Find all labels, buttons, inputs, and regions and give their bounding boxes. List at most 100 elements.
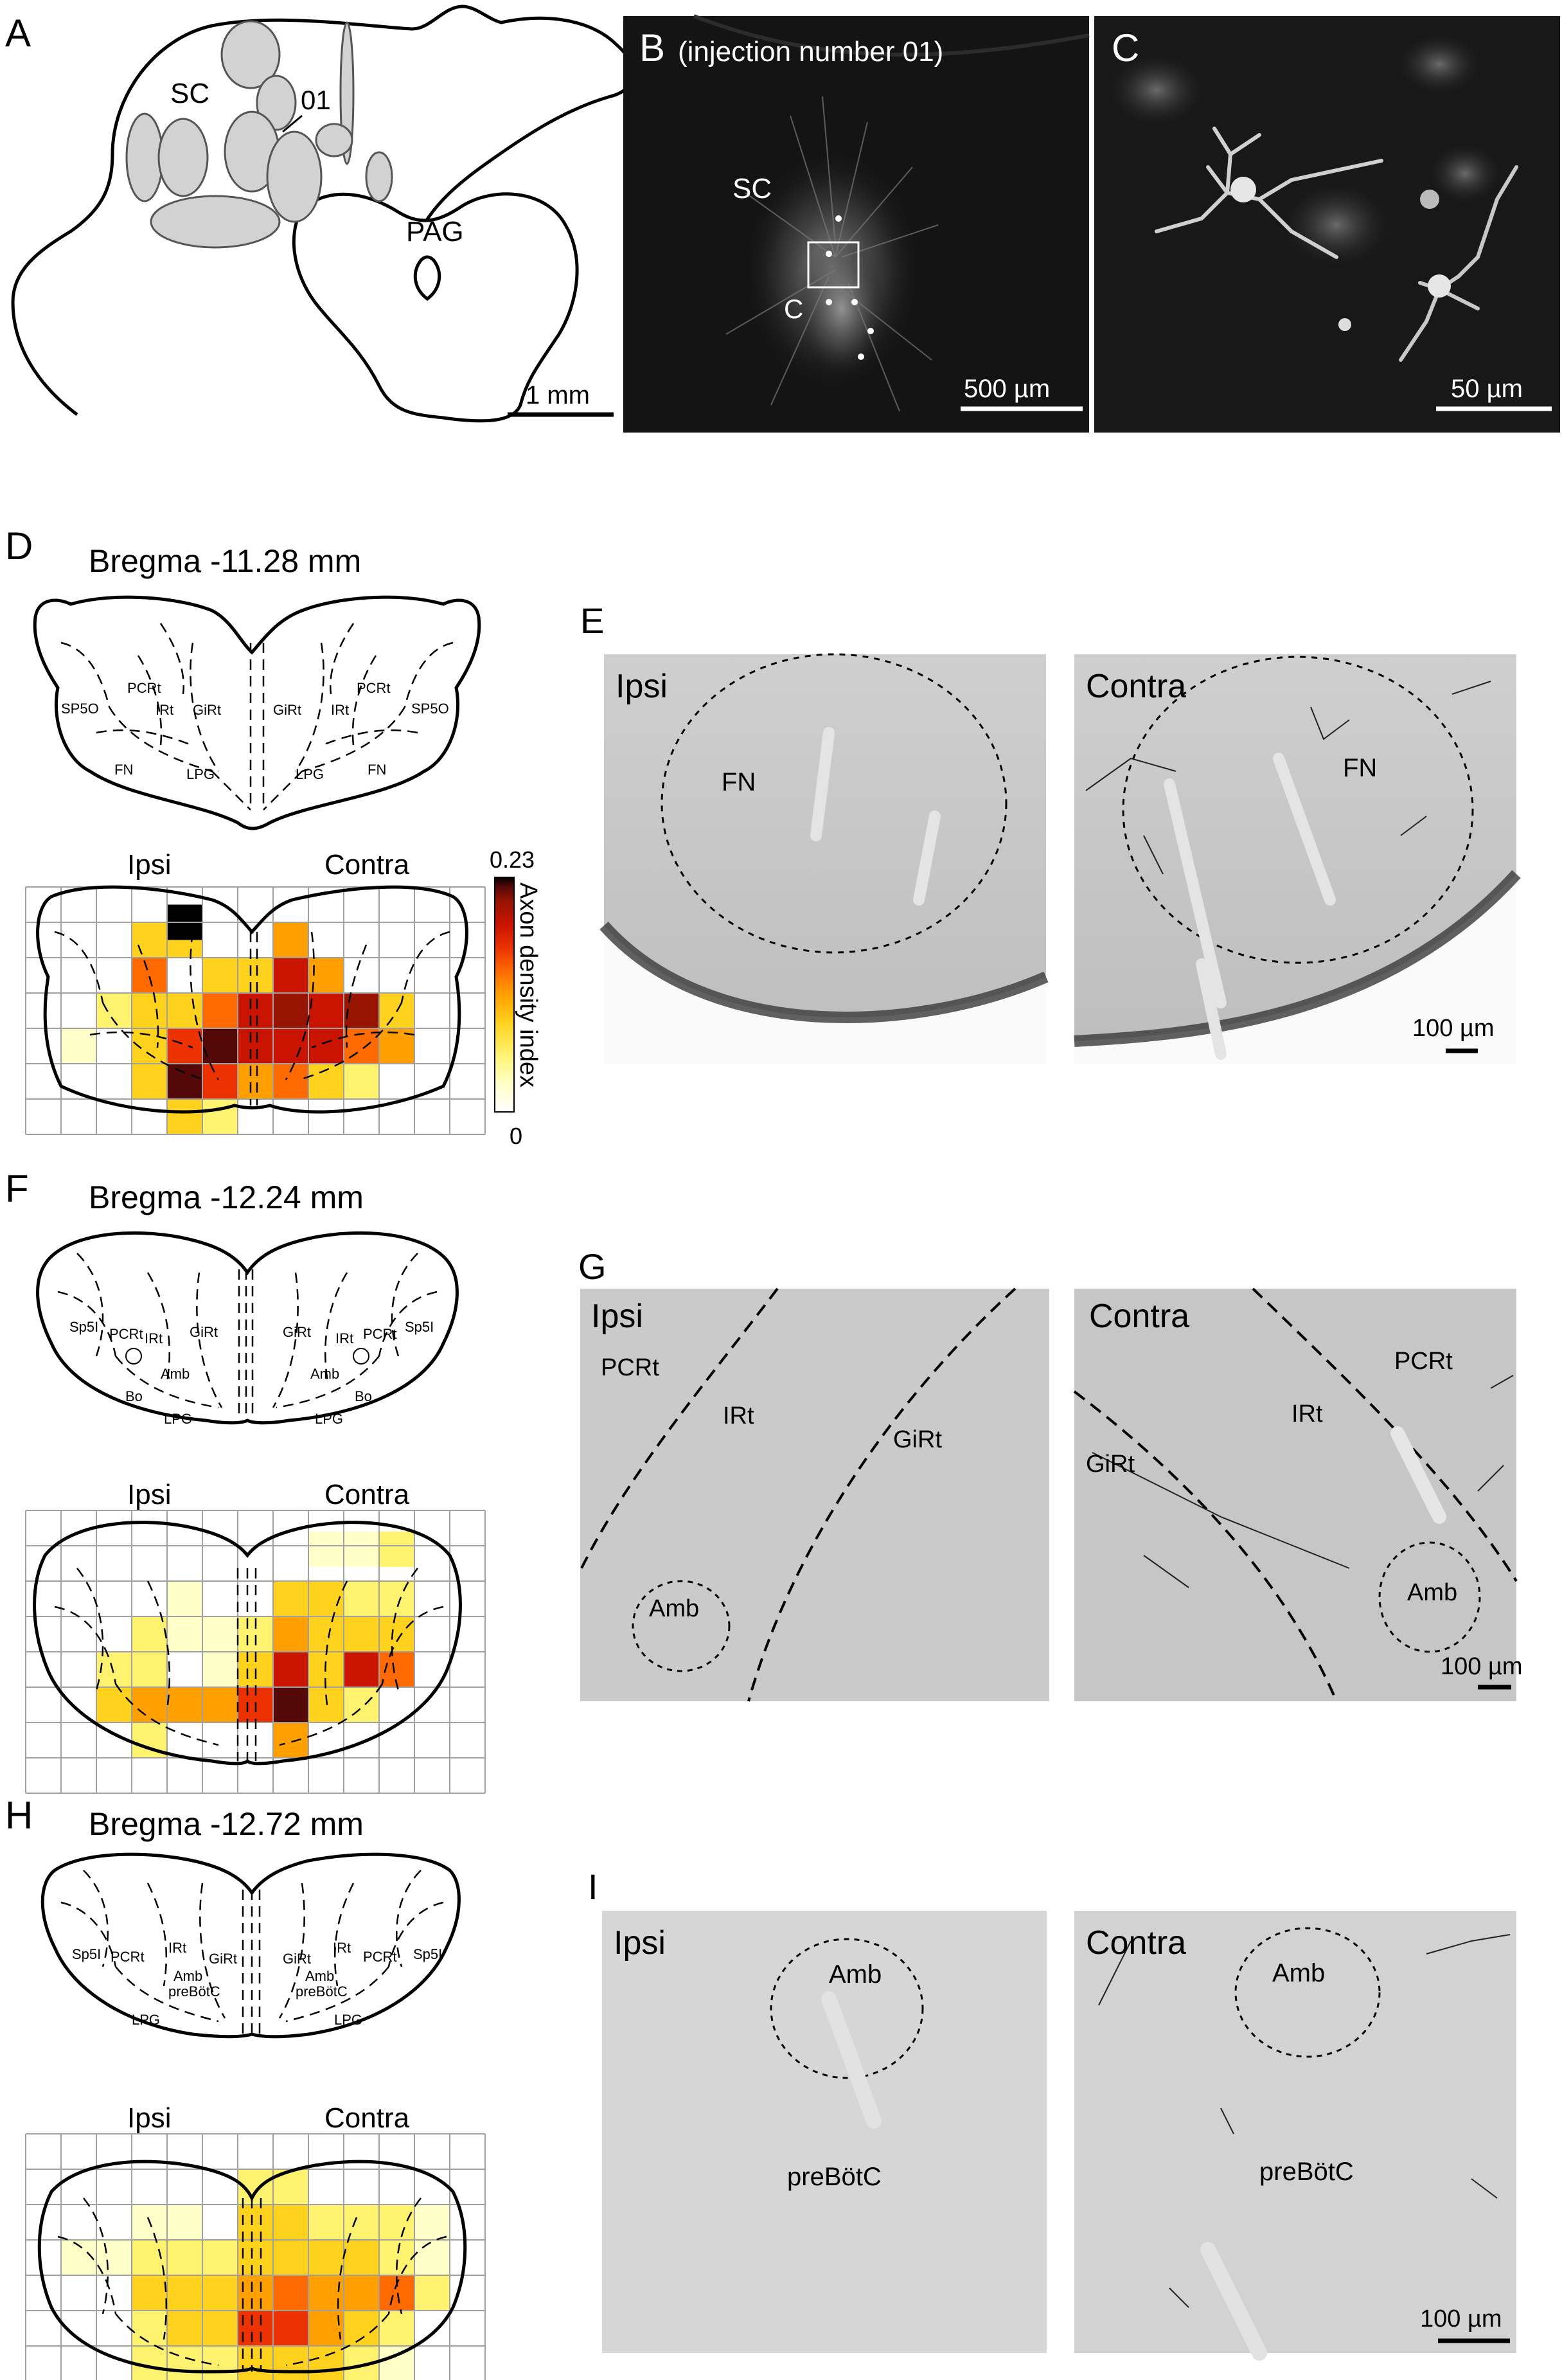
nucleus-label: LPG — [315, 1411, 343, 1427]
fn-boundary — [1122, 656, 1474, 964]
nucleus-label: PCRt — [111, 1949, 145, 1965]
amb-boundary — [770, 1938, 924, 2079]
heatmap-cell — [202, 2311, 238, 2346]
heatmap-cell — [167, 1099, 202, 1134]
heatmap-cell — [167, 2205, 202, 2240]
photo-g-ipsi — [580, 1289, 1049, 1701]
contra-label: Contra — [324, 2102, 410, 2134]
nucleus-label: SP5O — [61, 701, 99, 717]
panel-d: D Bregma -11.28 mm SP5O PCRt IRt GiRt Gi… — [5, 524, 542, 1149]
contra-label: Contra — [1086, 668, 1186, 705]
heatmap-cell — [308, 2240, 344, 2275]
heatmap-section-outline — [36, 885, 468, 1114]
heatmap-cell — [202, 993, 238, 1028]
heatmap-cell — [132, 922, 167, 958]
heatmap-cell — [132, 993, 167, 1028]
heatmap-cell — [202, 1652, 238, 1687]
heatmap-cell — [379, 1616, 414, 1652]
heatmap-cell — [238, 1064, 273, 1099]
label-01: 01 — [301, 85, 331, 115]
soma-blur — [1394, 32, 1484, 96]
heatmap-cell — [202, 2240, 238, 2275]
atlas-outline — [33, 595, 481, 830]
scale-label: 500 µm — [964, 375, 1050, 403]
heatmap-cell — [344, 2311, 379, 2346]
injection-site — [220, 20, 281, 89]
panel-a: A SC 01 PAG 1 mm — [5, 4, 635, 423]
heatmap-cell — [308, 1532, 344, 1567]
heatmap-cell — [414, 2240, 450, 2275]
nucleus-label: IRt — [168, 1940, 186, 1956]
heatmap-cell — [202, 2275, 238, 2311]
heatmap-cell — [344, 2275, 379, 2311]
heatmap-cell — [202, 1028, 238, 1064]
nucleus-label: IRt — [155, 702, 173, 718]
colorbar-label: Axon density index — [515, 882, 542, 1087]
bregma-label: Bregma -12.24 mm — [89, 1179, 364, 1215]
pag-outline — [292, 192, 579, 423]
heatmap-cell — [167, 1064, 202, 1099]
heatmap-cell — [132, 2240, 167, 2275]
heatmap-h — [25, 2133, 486, 2380]
contra-label: Contra — [1089, 1298, 1189, 1335]
heatmap-cell — [167, 1652, 202, 1687]
region-amb: Amb — [1272, 1959, 1325, 1987]
heatmap-cell — [167, 2275, 202, 2311]
neuron — [826, 299, 832, 305]
heatmap-cell — [273, 1028, 308, 1064]
label-sc: SC — [170, 78, 209, 109]
nucleus-label: Amb — [161, 1366, 190, 1382]
heatmap-cell — [202, 958, 238, 993]
tissue-edge — [604, 926, 1046, 1064]
photo-i-ipsi — [602, 1911, 1047, 2353]
heatmap-cell — [132, 1616, 167, 1652]
panel-b: (injection number 01) B SC C 500 µm — [623, 14, 1090, 433]
panel-f-letter: F — [5, 1167, 29, 1210]
soma — [1420, 190, 1439, 209]
region-label: IRt — [723, 1402, 754, 1429]
heatmap-cell — [308, 2346, 344, 2380]
soma — [1230, 177, 1256, 202]
nucleus-label: PCRt — [363, 1949, 397, 1965]
heatmap-cell — [238, 958, 273, 993]
blood-vessel — [1390, 1426, 1446, 1524]
neuron — [858, 353, 864, 360]
bregma-label: Bregma -12.72 mm — [89, 1806, 364, 1842]
heatmap-cell — [96, 1687, 132, 1722]
amb-boundary — [1234, 1927, 1381, 2058]
axon-fibers — [1085, 681, 1491, 875]
region-boundary — [747, 1287, 1016, 1702]
ipsi-label: Ipsi — [591, 1298, 643, 1335]
panel-g-letter: G — [578, 1246, 607, 1287]
colorbar — [494, 877, 515, 1113]
atlas-dashes — [60, 623, 454, 810]
scale-label: 50 µm — [1451, 375, 1523, 403]
contra-label: Contra — [1086, 1924, 1186, 1962]
region-amb: Amb — [829, 1960, 882, 1989]
panel-g: G Ipsi Contra PCRt IRt GiRt Amb PCRt IRt… — [578, 1246, 1523, 1702]
heatmap-cell — [344, 1687, 379, 1722]
soma-blur — [1426, 141, 1504, 206]
panel-h-letter: H — [5, 1794, 33, 1837]
blood-vessel — [821, 1991, 1267, 2361]
heatmap-cell — [96, 2240, 132, 2275]
nucleus-amb — [353, 1348, 369, 1364]
neuron — [851, 299, 858, 305]
panel-e-letter: E — [580, 600, 604, 641]
heatmap-cell — [202, 1687, 238, 1722]
aqueduct — [413, 255, 441, 301]
heatmap-cell — [96, 1028, 132, 1064]
tissue-edge — [1074, 874, 1516, 1064]
atlas-dashes — [60, 1870, 444, 2034]
label-c: C — [784, 294, 803, 324]
heatmap-cell — [273, 1687, 308, 1722]
region-fn: FN — [722, 768, 756, 796]
contra-label: Contra — [324, 1479, 410, 1510]
heatmap-cell — [167, 2311, 202, 2346]
heatmap-section-outline — [37, 2160, 467, 2374]
label-01-leader — [282, 114, 303, 133]
heatmap-cell — [132, 1652, 167, 1687]
amb-boundary — [1378, 1541, 1481, 1653]
scale-label: 1 mm — [526, 381, 590, 409]
nucleus-label: LPG — [164, 1411, 192, 1427]
